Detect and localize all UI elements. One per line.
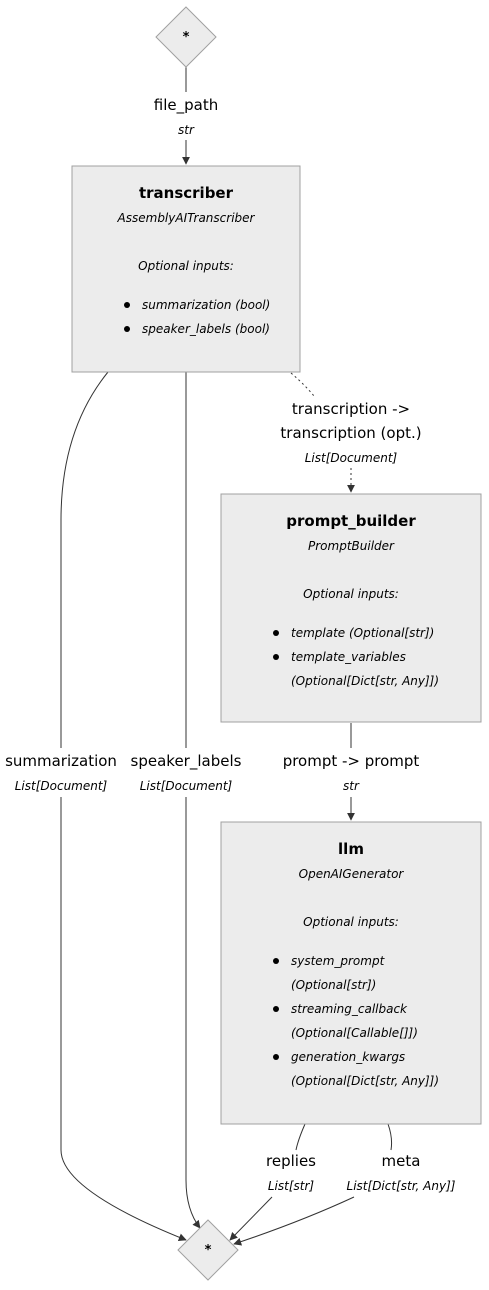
bullet-icon [124, 326, 130, 332]
node-input-item-continued: (Optional[Dict[str, Any]]) [291, 1074, 439, 1088]
edge-replies-bottom [229, 1196, 273, 1241]
edge-label-summarization: summarization List[Document] [5, 752, 117, 793]
end-diamond-shape [177, 1219, 239, 1281]
edge-label-replies: replies List[str] [266, 1152, 316, 1193]
edge-label-text-line1: transcription -> [292, 400, 410, 418]
node-input-item-continued: (Optional[Dict[str, Any]]) [291, 674, 439, 688]
edge-label-text: file_path [154, 96, 218, 115]
node-input-item: summarization (bool) [142, 298, 270, 312]
bullet-icon [124, 302, 130, 308]
edge-label-text: replies [266, 1152, 316, 1170]
start-node-label: * [183, 30, 190, 45]
edge-type-text: List[Dict[str, Any]] [347, 1179, 456, 1193]
edge-label-speaker-labels: speaker_labels List[Document] [131, 752, 242, 793]
node-input-item: template_variables [291, 650, 406, 664]
end-node: * [177, 1219, 239, 1281]
edge-replies-top [295, 1123, 306, 1151]
edge-type-text: List[str] [268, 1179, 315, 1193]
node-title: prompt_builder [286, 512, 416, 530]
edge-type-text: str [178, 123, 195, 137]
edge-type-text: str [343, 779, 360, 793]
node-class: AssemblyAITranscriber [117, 211, 256, 225]
edge-transcription-top [290, 372, 315, 397]
edge-speaker-labels-bottom [185, 797, 201, 1229]
node-title: transcriber [139, 184, 234, 202]
node-input-item: speaker_labels (bool) [142, 322, 270, 336]
edge-label-text: speaker_labels [131, 752, 242, 771]
node-prompt-builder: prompt_builder PromptBuilder Optional in… [220, 493, 482, 723]
node-input-item: streaming_callback [291, 1002, 408, 1016]
node-optional-title: Optional inputs: [138, 259, 234, 273]
bullet-icon [273, 958, 279, 964]
start-diamond-shape [155, 6, 217, 68]
node-optional-title: Optional inputs: [303, 915, 399, 929]
node-input-item: template (Optional[str]) [291, 626, 434, 640]
node-class: OpenAIGenerator [299, 867, 405, 881]
edge-meta-top [387, 1123, 393, 1151]
edge-label-text: prompt -> prompt [283, 752, 420, 770]
edge-label-text: meta [382, 1152, 421, 1170]
edge-label-file-path: file_path str [154, 96, 218, 137]
edge-label-text: summarization [5, 752, 117, 770]
node-llm: llm OpenAIGenerator Optional inputs: sys… [220, 821, 482, 1125]
edge-label-meta: meta List[Dict[str, Any]] [347, 1152, 456, 1193]
edge-type-text: List[Document] [140, 779, 233, 793]
node-input-item-continued: (Optional[str]) [291, 978, 376, 992]
node-box [71, 165, 301, 373]
node-input-item: generation_kwargs [291, 1050, 405, 1064]
edge-summarization-top [60, 371, 109, 748]
node-input-item: system_prompt [291, 954, 386, 968]
edge-meta-bottom [233, 1196, 355, 1246]
bullet-icon [273, 630, 279, 636]
node-transcriber: transcriber AssemblyAITranscriber Option… [71, 165, 301, 373]
edge-label-transcription: transcription -> transcription (opt.) Li… [280, 400, 421, 465]
node-box [220, 821, 482, 1125]
edge-type-text: List[Document] [305, 451, 398, 465]
node-box [220, 493, 482, 723]
edge-label-prompt: prompt -> prompt str [283, 752, 420, 793]
edge-label-text-line2: transcription (opt.) [280, 424, 421, 442]
bullet-icon [273, 654, 279, 660]
node-class: PromptBuilder [308, 539, 395, 553]
end-node-label: * [205, 1243, 212, 1258]
edge-type-text: List[Document] [15, 779, 108, 793]
node-optional-title: Optional inputs: [303, 587, 399, 601]
node-title: llm [338, 840, 364, 858]
bullet-icon [273, 1006, 279, 1012]
bullet-icon [273, 1054, 279, 1060]
edge-summarization-bottom [60, 797, 187, 1242]
node-input-item-continued: (Optional[Callable[]]) [291, 1026, 418, 1040]
start-node: * [155, 6, 217, 68]
